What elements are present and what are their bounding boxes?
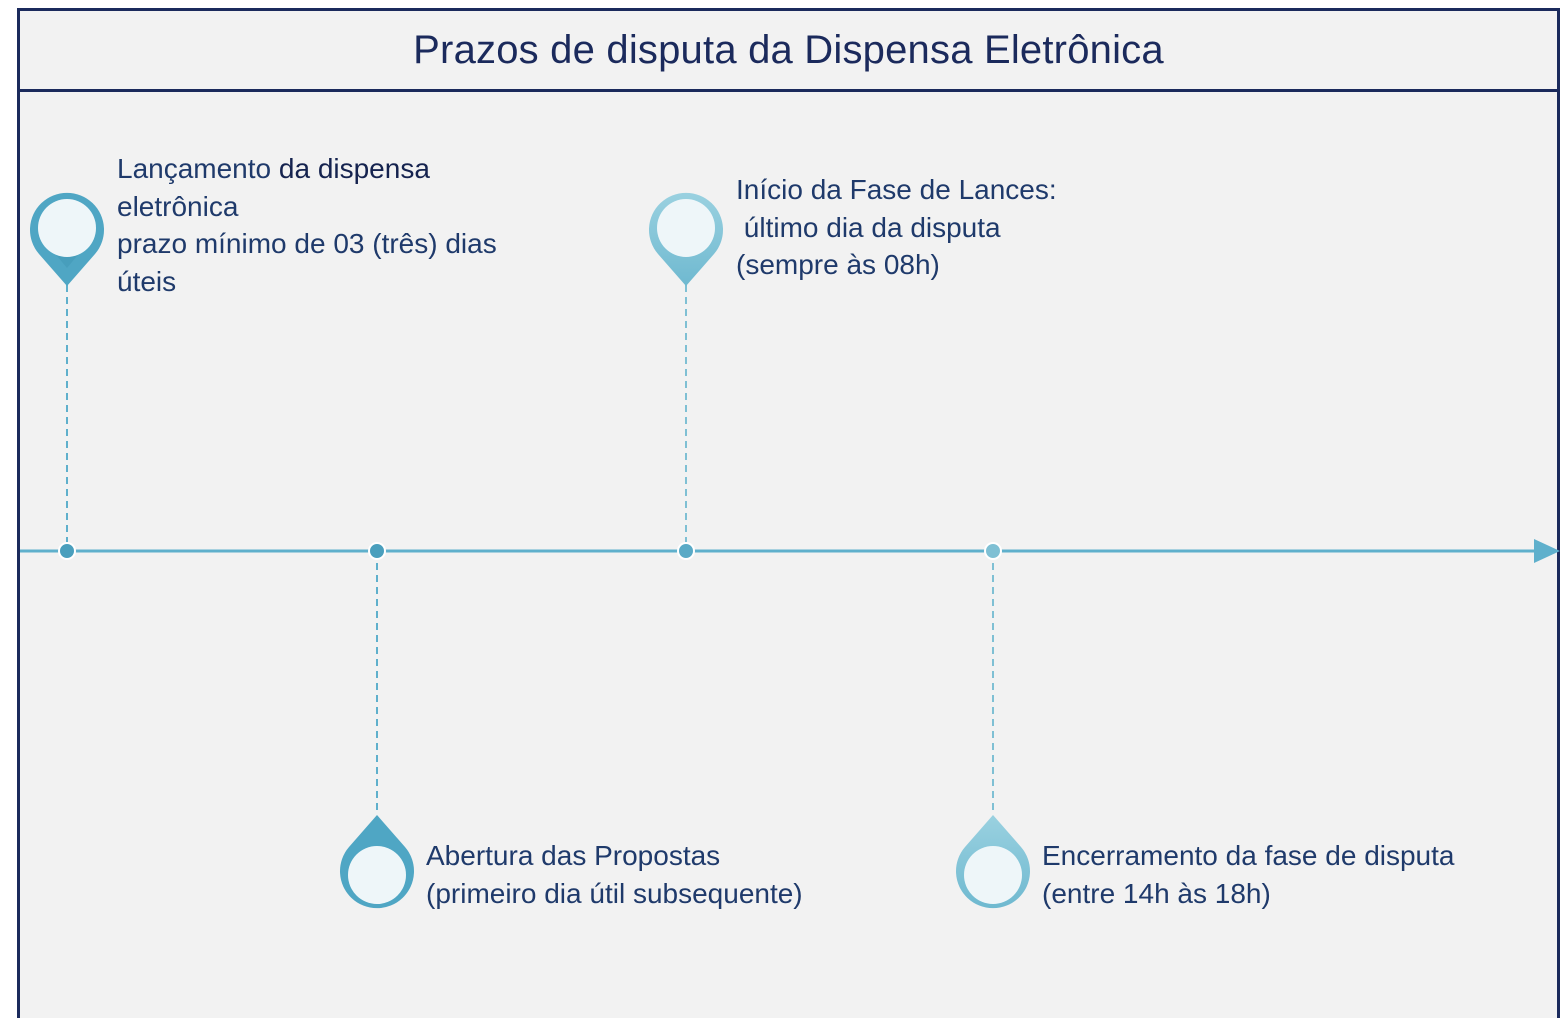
- timeline-dot-lancamento: [58, 542, 76, 560]
- milestone-label-encerramento: Encerramento da fase de disputa (entre 1…: [1042, 837, 1454, 912]
- map-pin-icon-encerramento: [956, 815, 1030, 909]
- label-line: (entre 14h às 18h): [1042, 877, 1271, 909]
- diagram-frame: Prazos de disputa da Dispensa Eletrônica: [17, 8, 1560, 1018]
- map-pin-icon-abertura: [340, 815, 415, 909]
- label-line: (sempre às 08h): [736, 249, 940, 280]
- timeline-dot-encerramento: [984, 542, 1002, 560]
- milestone-label-lancamento: Lançamento da dispensa eletrônica prazo …: [117, 150, 497, 300]
- label-line: Abertura das Propostas: [426, 840, 721, 871]
- label-line: eletrônica: [117, 190, 239, 222]
- label-line: prazo mínimo de 03 (três) dias: [117, 228, 497, 259]
- timeline-dot-abertura: [368, 542, 386, 560]
- label-line: último dia da disputa: [736, 211, 1001, 243]
- map-pin-icon-inicio-lances: [649, 192, 723, 286]
- label-line: Encerramento da fase de disputa: [1042, 840, 1455, 871]
- timeline-arrowhead: [1534, 539, 1560, 563]
- label-line: Lançamento: [117, 153, 279, 184]
- label-line: Início da Fase de Lances:: [736, 174, 1057, 205]
- title-bar: Prazos de disputa da Dispensa Eletrônica: [20, 11, 1557, 92]
- map-pin-icon-lancamento: [30, 192, 104, 286]
- diagram-title: Prazos de disputa da Dispensa Eletrônica: [413, 27, 1164, 72]
- label-line-strong: da dispensa: [278, 153, 430, 184]
- label-line: (primeiro dia útil subsequente): [426, 877, 803, 909]
- milestone-label-inicio-lances: Início da Fase de Lances: último dia da …: [736, 171, 1057, 284]
- timeline-dot-inicio-lances: [677, 542, 695, 560]
- milestone-label-abertura: Abertura das Propostas (primeiro dia úti…: [426, 837, 803, 912]
- label-line: úteis: [117, 265, 177, 297]
